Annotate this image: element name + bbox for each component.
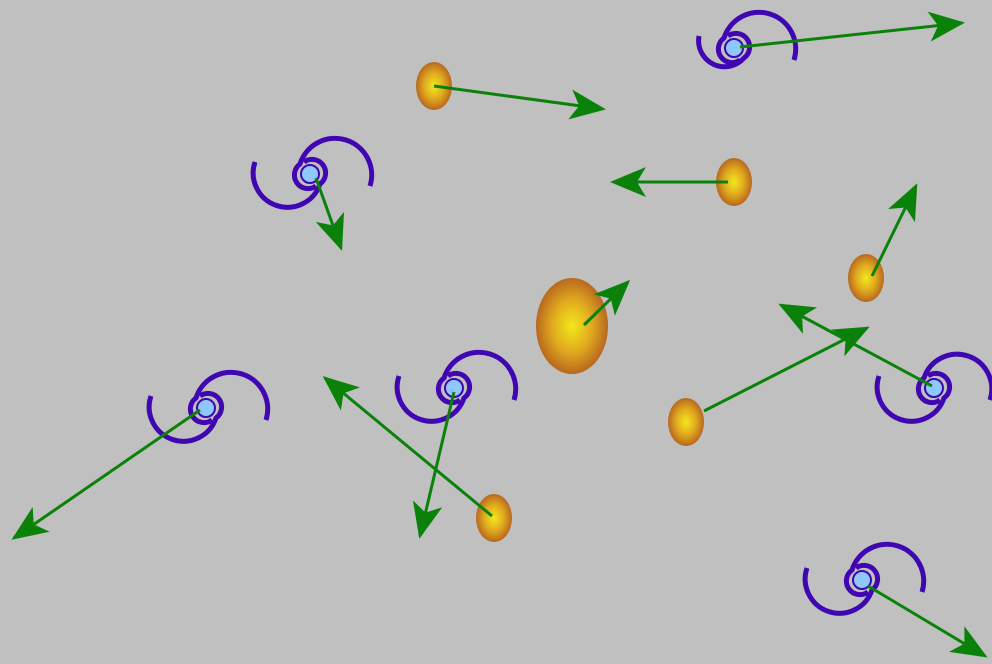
blob-object-1	[416, 62, 606, 120]
spiral-galaxy-icon	[250, 135, 375, 210]
spiral-object-1	[696, 9, 965, 70]
blob-icon	[848, 254, 884, 302]
spiral-galaxy-icon	[874, 351, 992, 424]
velocity-arrow	[314, 177, 345, 251]
blob-icon	[536, 278, 608, 374]
spiral-object-4	[394, 349, 519, 539]
blob-icon	[716, 158, 752, 206]
blob-object-6	[322, 376, 512, 542]
blob-object-4	[536, 278, 631, 374]
velocity-arrow	[703, 326, 870, 413]
velocity-arrow	[867, 584, 988, 658]
spiral-galaxy-icon	[802, 541, 927, 616]
velocity-arrow	[778, 303, 933, 388]
blob-icon	[668, 398, 704, 446]
blob-object-5	[668, 326, 870, 446]
velocity-arrow	[433, 84, 606, 120]
velocity-arrow	[11, 408, 201, 540]
spiral-galaxy-icon	[696, 9, 799, 70]
velocity-arrow	[412, 391, 456, 539]
spiral-galaxy-icon	[146, 369, 271, 444]
spiral-galaxy-icon	[394, 349, 519, 424]
spiral-object-6	[802, 541, 988, 658]
spiral-object-3	[11, 369, 271, 540]
spiral-object-2	[250, 135, 375, 251]
blob-object-3	[848, 183, 918, 302]
velocity-arrow	[870, 183, 918, 277]
velocity-arrow	[322, 376, 493, 518]
blob-object-2	[610, 158, 752, 206]
spiral-object-5	[778, 303, 992, 424]
blob-icon	[476, 494, 512, 542]
velocity-arrow	[739, 11, 965, 49]
velocity-arrow	[582, 279, 631, 327]
